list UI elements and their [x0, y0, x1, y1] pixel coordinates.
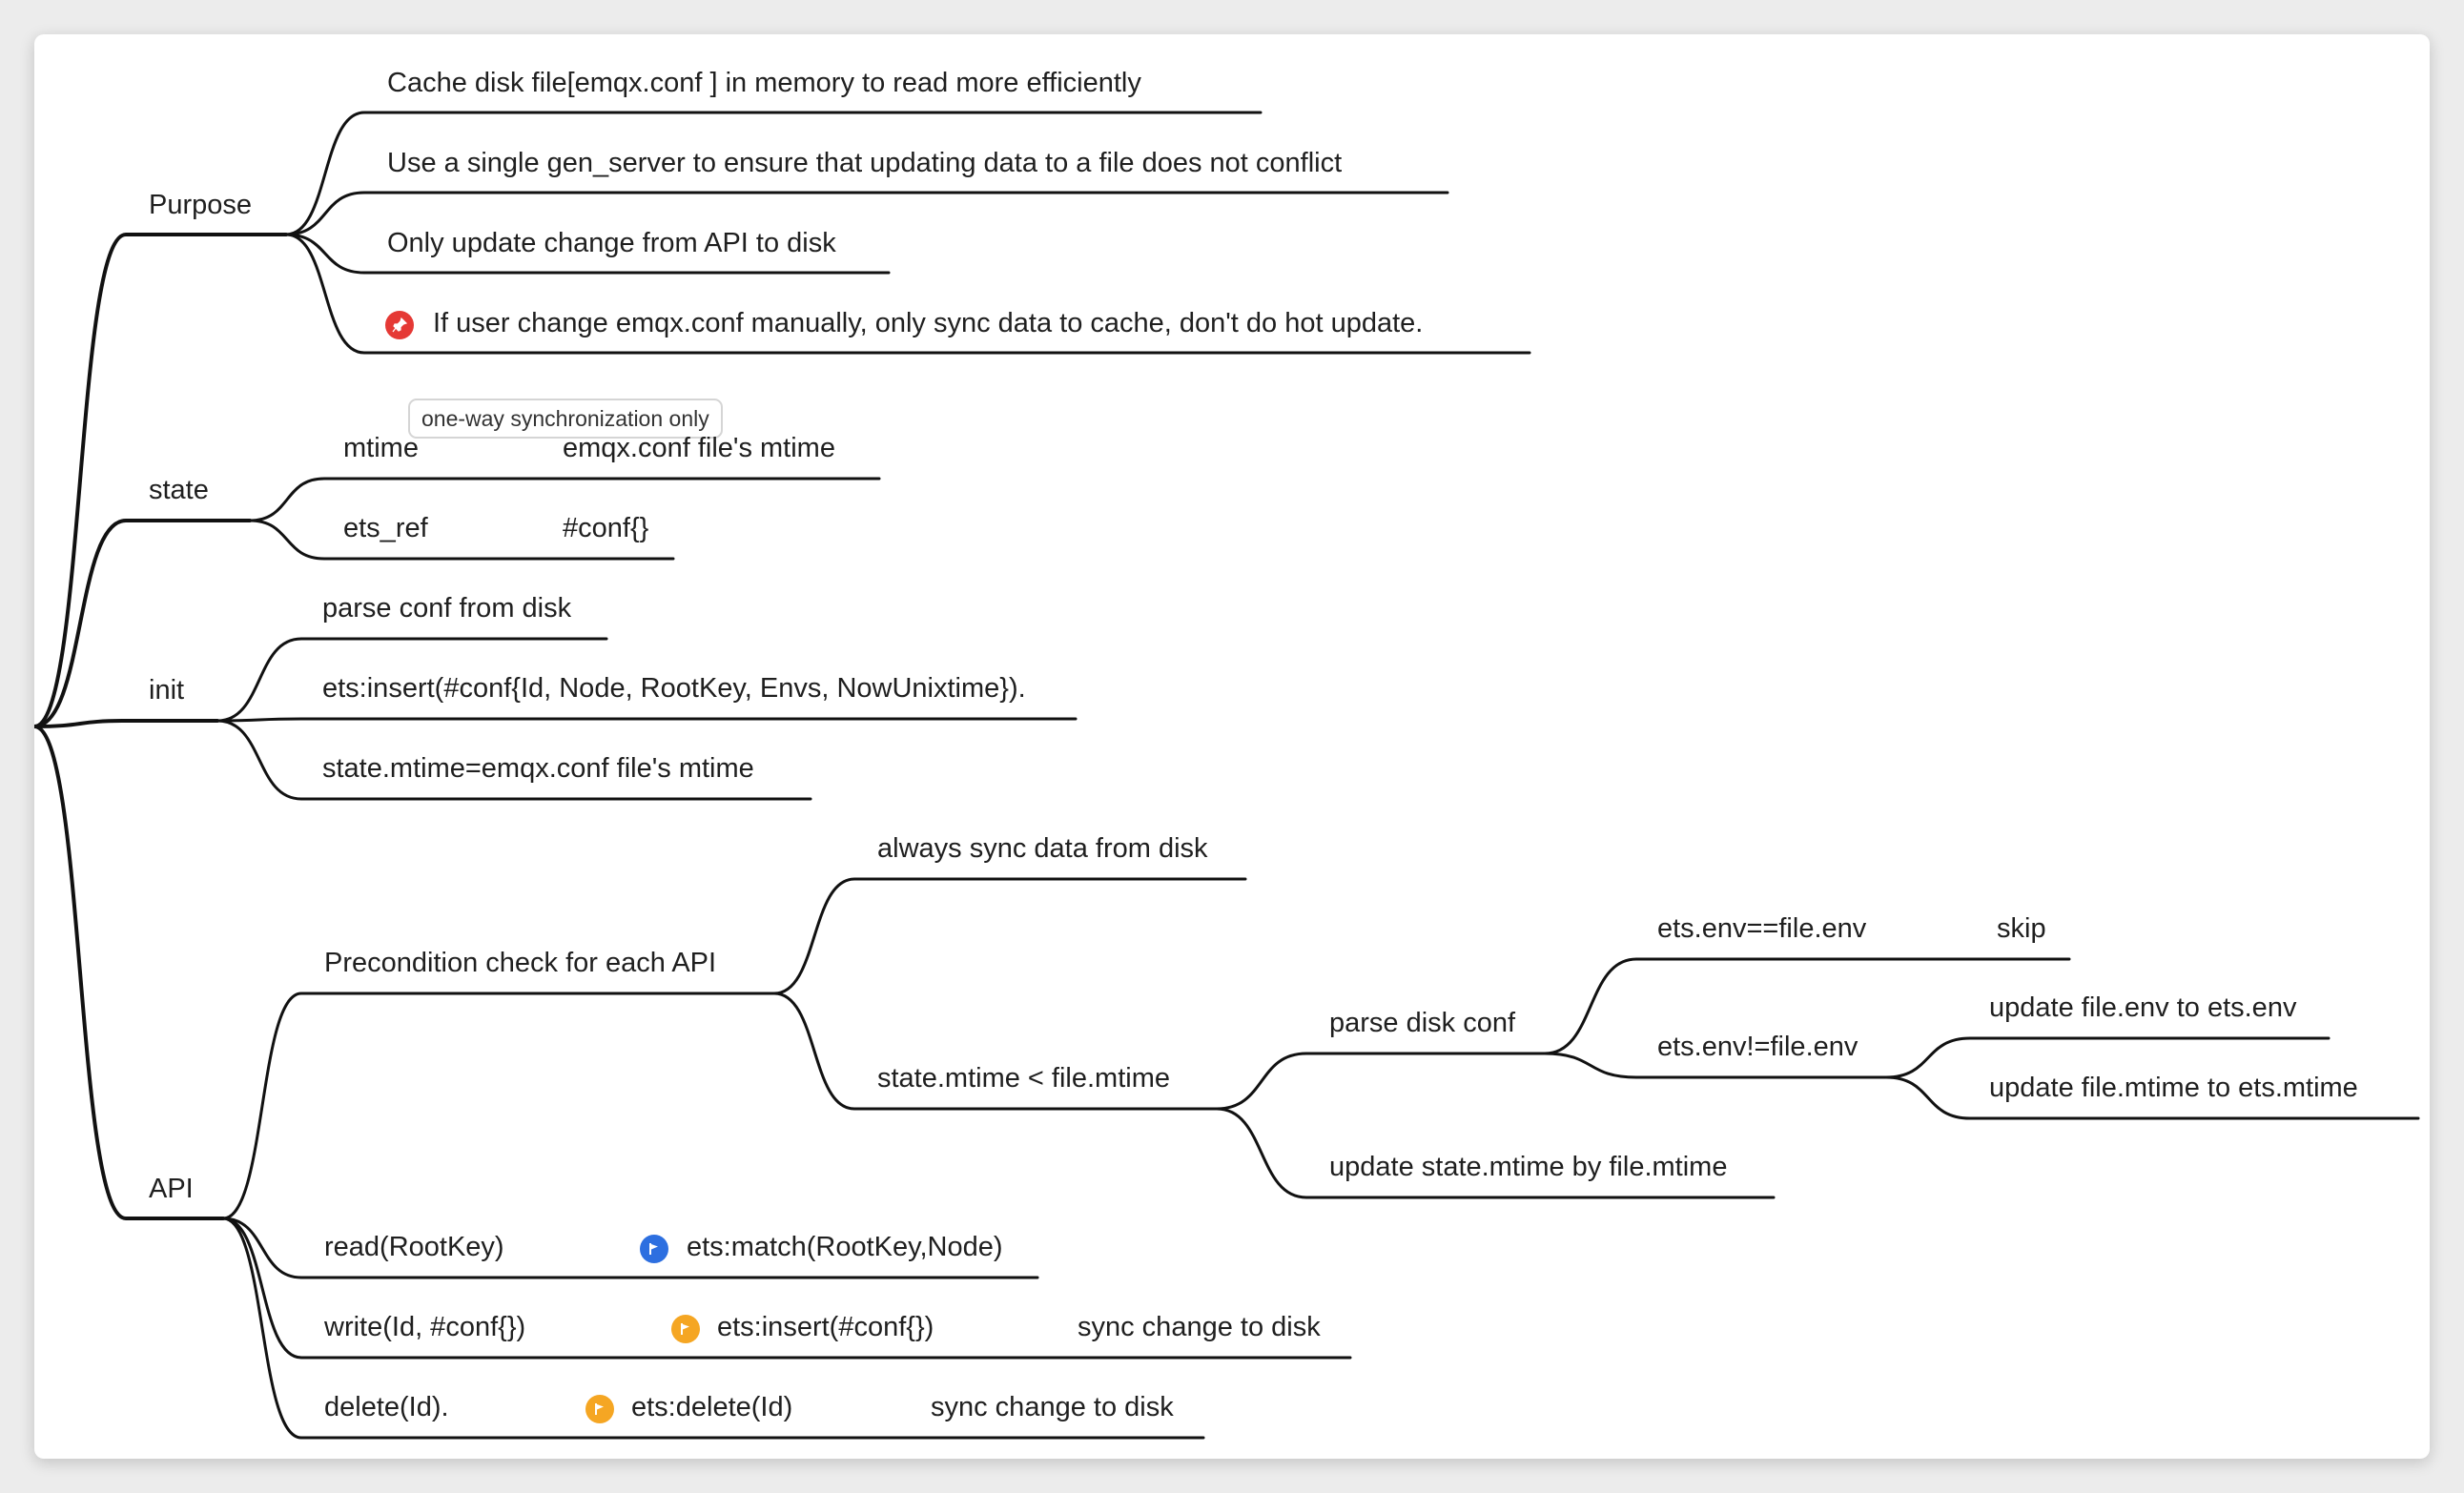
api-delete[interactable]: delete(Id).	[324, 1392, 449, 1422]
branch-purpose-gen-server	[284, 191, 1449, 236]
branch-api-precondition	[221, 992, 776, 1220]
api-precondition[interactable]: Precondition check for each API	[324, 948, 717, 978]
orange-flag-icon	[585, 1395, 614, 1423]
branch-api-write	[221, 1217, 1352, 1360]
branch-update-file-env	[1884, 1036, 2331, 1079]
branch-state	[34, 519, 252, 728]
purpose-item-only-update[interactable]: Only update change from API to disk	[387, 228, 836, 258]
blue-flag-icon	[640, 1235, 668, 1263]
api-delete-sync[interactable]: sync change to disk	[931, 1392, 1174, 1422]
mindmap-canvas: Purpose Cache disk file[emqx.conf ] in m…	[34, 34, 2430, 1459]
branch-mtime-check	[772, 992, 1219, 1111]
node-skip[interactable]: skip	[1997, 913, 2046, 944]
branch-state-ets-ref	[248, 519, 675, 561]
purpose-item-manual-change[interactable]: If user change emqx.conf manually, only …	[433, 308, 1424, 338]
branch-init-parse	[216, 637, 608, 723]
branch-state-mtime	[248, 477, 881, 522]
api-delete-action[interactable]: ets:delete(Id)	[631, 1392, 793, 1422]
init-item-parse[interactable]: parse conf from disk	[322, 593, 572, 624]
branch-init	[34, 719, 219, 728]
init-item-state-mtime[interactable]: state.mtime=emqx.conf file's mtime	[322, 753, 754, 784]
branch-env-equal	[1543, 957, 2067, 1055]
branch-init-ets-insert	[216, 717, 1078, 723]
branch-api	[34, 725, 225, 1220]
api-write[interactable]: write(Id, #conf{})	[324, 1312, 526, 1342]
init-item-ets-insert[interactable]: ets:insert(#conf{Id, Node, RootKey, Envs…	[322, 673, 1026, 704]
branch-always-sync	[772, 877, 1247, 995]
state-key-mtime[interactable]: mtime	[343, 433, 419, 463]
branch-purpose-manual-change	[284, 233, 1531, 355]
node-env-equal[interactable]: ets.env==file.env	[1657, 913, 1867, 944]
node-update-file-env[interactable]: update file.env to ets.env	[1989, 992, 2297, 1023]
branch-purpose	[34, 233, 288, 728]
state-value-mtime[interactable]: emqx.conf file's mtime	[563, 433, 835, 463]
node-parse-disk-conf[interactable]: parse disk conf	[1329, 1008, 1516, 1038]
node-update-state-mtime[interactable]: update state.mtime by file.mtime	[1329, 1152, 1728, 1182]
orange-flag-icon	[671, 1315, 700, 1343]
branch-init-state-mtime	[216, 719, 812, 801]
branch-update-state-mtime	[1215, 1107, 1776, 1199]
precondition-always-sync[interactable]: always sync data from disk	[877, 833, 1208, 864]
branch-env-not-equal	[1543, 1052, 1888, 1079]
node-env-not-equal[interactable]: ets.env!=file.env	[1657, 1032, 1858, 1062]
topic-api[interactable]: API	[149, 1174, 194, 1204]
connector-lines	[34, 111, 2420, 1440]
branch-api-read	[221, 1217, 1039, 1279]
branch-update-file-mtime	[1884, 1075, 2420, 1120]
branch-purpose-only-update	[284, 233, 891, 275]
branch-api-delete	[221, 1217, 1205, 1440]
topic-init[interactable]: init	[149, 675, 185, 706]
precondition-mtime-check[interactable]: state.mtime < file.mtime	[877, 1063, 1170, 1094]
api-read[interactable]: read(RootKey)	[324, 1232, 504, 1262]
branch-parse-disk-conf	[1215, 1052, 1547, 1111]
pushpin-icon	[385, 311, 414, 339]
purpose-note: one-way synchronization only	[408, 399, 723, 439]
api-write-sync[interactable]: sync change to disk	[1078, 1312, 1321, 1342]
state-key-ets-ref[interactable]: ets_ref	[343, 513, 428, 543]
topic-purpose[interactable]: Purpose	[149, 190, 253, 220]
state-value-ets-ref[interactable]: #conf{}	[563, 513, 649, 543]
topic-state[interactable]: state	[149, 475, 209, 505]
purpose-item-gen-server[interactable]: Use a single gen_server to ensure that u…	[387, 148, 1343, 178]
api-read-action[interactable]: ets:match(RootKey,Node)	[687, 1232, 1003, 1262]
node-update-file-mtime[interactable]: update file.mtime to ets.mtime	[1989, 1073, 2358, 1103]
branch-purpose-cache	[284, 111, 1263, 236]
api-write-action[interactable]: ets:insert(#conf{})	[717, 1312, 934, 1342]
purpose-item-cache[interactable]: Cache disk file[emqx.conf ] in memory to…	[387, 68, 1141, 98]
